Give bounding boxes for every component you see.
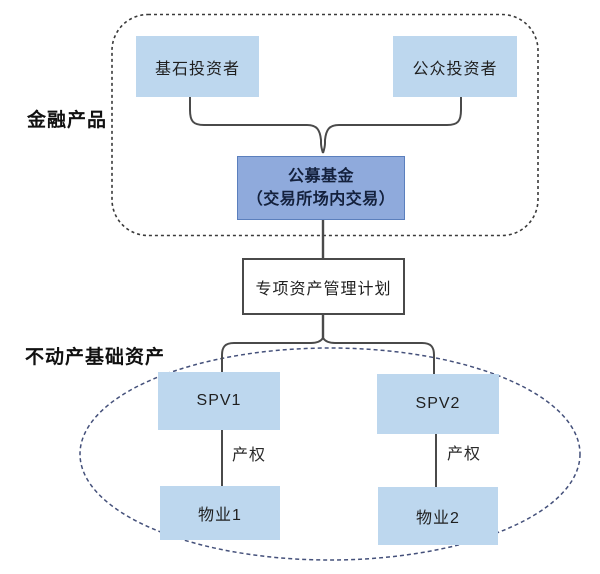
ownership-label-right: 产权 bbox=[447, 446, 482, 463]
financial-section-dashed-border bbox=[111, 13, 539, 237]
public-fund-line2: （交易所场内交易） bbox=[246, 191, 396, 208]
property2-box: 物业2 bbox=[378, 487, 498, 545]
public-investor-box: 公众投资者 bbox=[393, 36, 517, 97]
property1-text: 物业1 bbox=[198, 507, 242, 524]
asset-management-plan-text: 专项资产管理计划 bbox=[255, 280, 392, 298]
spv2-text: SPV2 bbox=[415, 395, 461, 412]
underlying-assets-label: 不动产基础资产 bbox=[25, 347, 166, 368]
property1-box: 物业1 bbox=[160, 486, 280, 540]
cornerstone-investor-box: 基石投资者 bbox=[136, 36, 259, 97]
spv2-box: SPV2 bbox=[377, 374, 499, 434]
plan-to-spv1-brace bbox=[221, 337, 324, 373]
property2-text: 物业2 bbox=[416, 510, 460, 527]
cornerstone-investor-text: 基石投资者 bbox=[154, 60, 240, 78]
investors-to-fund-brace-right bbox=[322, 97, 462, 154]
public-fund-box: 公募基金 （交易所场内交易） bbox=[237, 156, 405, 220]
spv1-text: SPV1 bbox=[196, 392, 242, 409]
public-fund-line1: 公募基金 bbox=[287, 168, 354, 185]
assets-section-dashed-ellipse bbox=[79, 347, 581, 561]
spv1-box: SPV1 bbox=[158, 372, 280, 430]
asset-management-plan-box: 专项资产管理计划 bbox=[242, 258, 405, 315]
financial-products-label: 金融产品 bbox=[27, 110, 108, 131]
public-investor-text: 公众投资者 bbox=[412, 60, 498, 78]
plan-to-spv2-brace bbox=[322, 337, 435, 376]
investors-to-fund-brace-left bbox=[189, 97, 324, 154]
ownership-label-left: 产权 bbox=[232, 447, 267, 464]
public-fund-text: 公募基金 （交易所场内交易） bbox=[247, 165, 396, 211]
